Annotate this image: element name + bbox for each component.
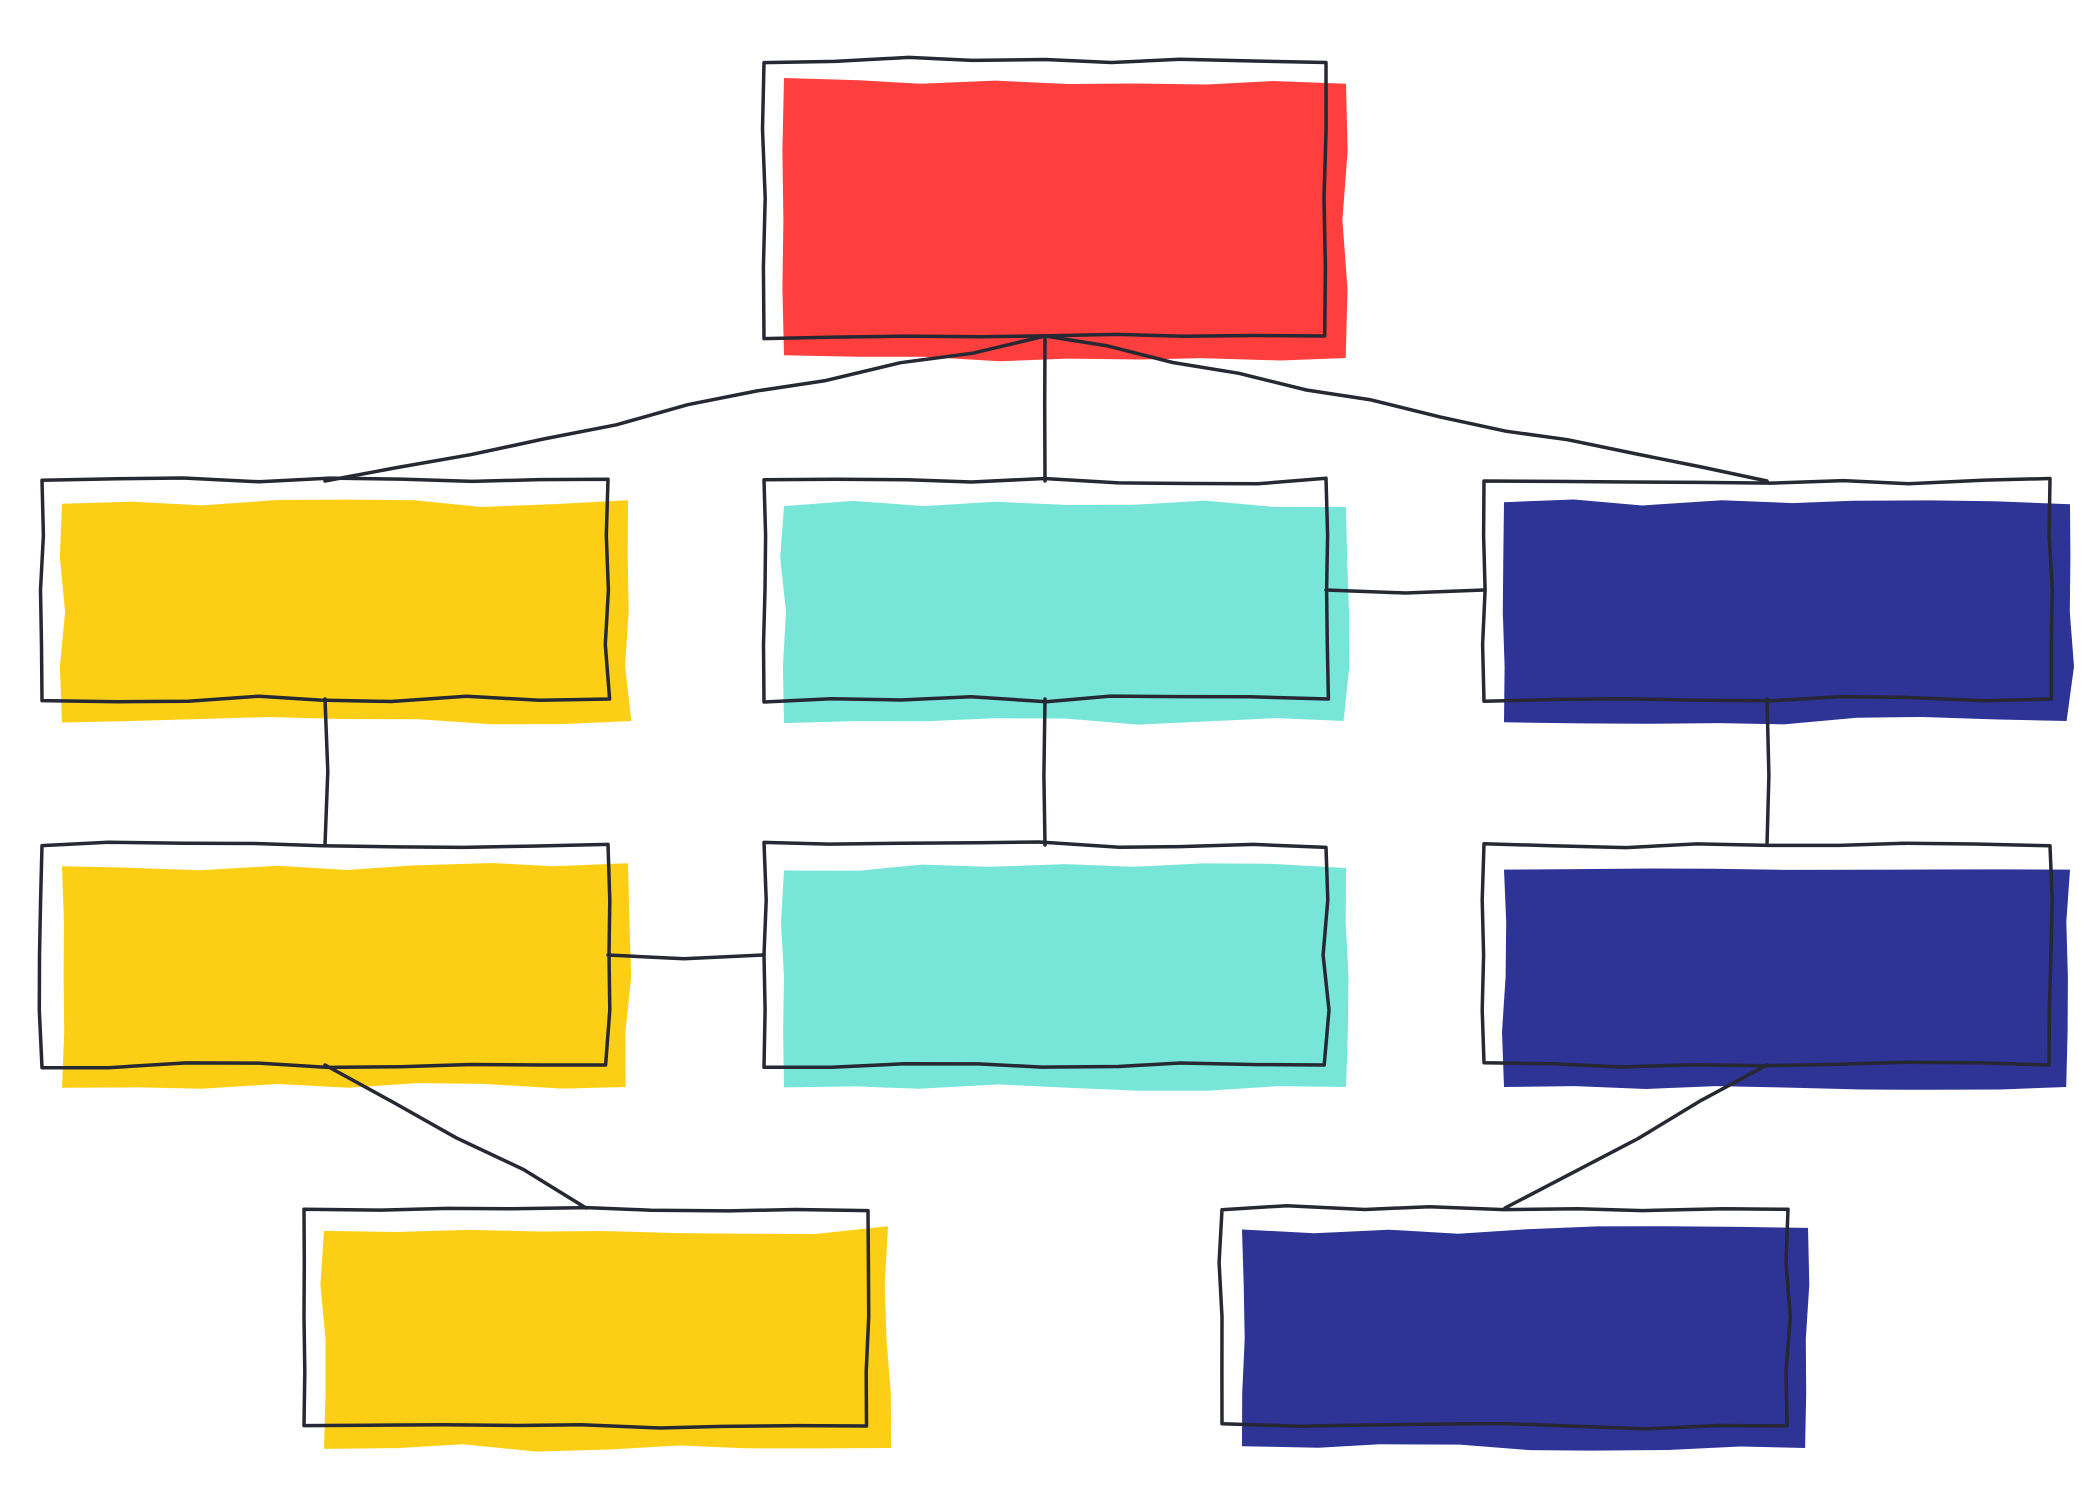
node-outline-navy-2	[1480, 841, 2054, 1069]
node-outline-navy-1	[1480, 476, 2055, 703]
node-fill-navy-3	[1242, 1226, 1810, 1451]
connector-yellow-2-to-yellow-3	[323, 1063, 588, 1210]
connector-teal-1-to-teal-2	[1042, 697, 1047, 847]
connector-navy-1-to-navy-2	[1765, 697, 1771, 847]
node-outlines	[37, 55, 2055, 1431]
node-outline-teal-2	[762, 840, 1331, 1070]
node-fill-teal-2	[781, 863, 1349, 1091]
node-fill-root	[782, 78, 1348, 362]
node-fill-yellow-2	[62, 863, 632, 1089]
node-outline-yellow-3	[302, 1205, 871, 1430]
connectors	[323, 334, 1771, 1210]
node-outline-root	[760, 55, 1328, 341]
node-fills	[59, 78, 2074, 1452]
node-fill-teal-1	[780, 500, 1350, 725]
node-outline-teal-1	[761, 476, 1331, 704]
node-fill-yellow-1	[59, 499, 632, 725]
connector-root-to-navy-1	[1043, 334, 1769, 483]
connector-yellow-2-to-teal-2	[606, 953, 766, 961]
connector-root-to-yellow-1	[323, 334, 1047, 483]
node-outline-yellow-1	[38, 476, 612, 704]
connector-yellow-1-to-yellow-2	[323, 697, 330, 847]
node-fill-navy-2	[1502, 868, 2070, 1090]
node-fill-navy-1	[1502, 499, 2074, 725]
node-fill-yellow-3	[320, 1226, 892, 1452]
node-outline-navy-3	[1217, 1203, 1793, 1431]
node-outline-yellow-2	[37, 840, 612, 1070]
connector-navy-2-to-navy-3	[1503, 1063, 1769, 1210]
connector-teal-1-to-navy-1	[1324, 588, 1486, 595]
